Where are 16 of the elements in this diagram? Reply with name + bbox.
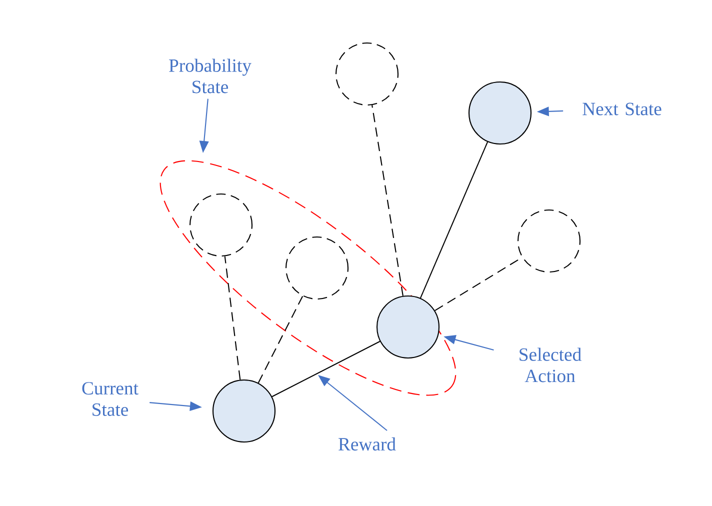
label-text: Selected Action <box>520 348 582 382</box>
state-circle <box>189 193 253 257</box>
dashed-line <box>372 105 404 296</box>
dashed-line <box>258 296 304 384</box>
label-text: Reward <box>338 437 396 451</box>
label-text: Current State <box>82 382 138 416</box>
state-circle <box>468 81 532 145</box>
state-circle <box>335 42 399 106</box>
label-text: Next State <box>582 102 662 116</box>
dashed-line <box>224 256 241 380</box>
connector-line <box>272 340 380 398</box>
state-circle <box>285 236 349 300</box>
state-circle <box>517 209 581 273</box>
state-circle <box>212 379 276 443</box>
label-text: Probability State <box>169 58 252 94</box>
connector-line <box>420 142 488 298</box>
